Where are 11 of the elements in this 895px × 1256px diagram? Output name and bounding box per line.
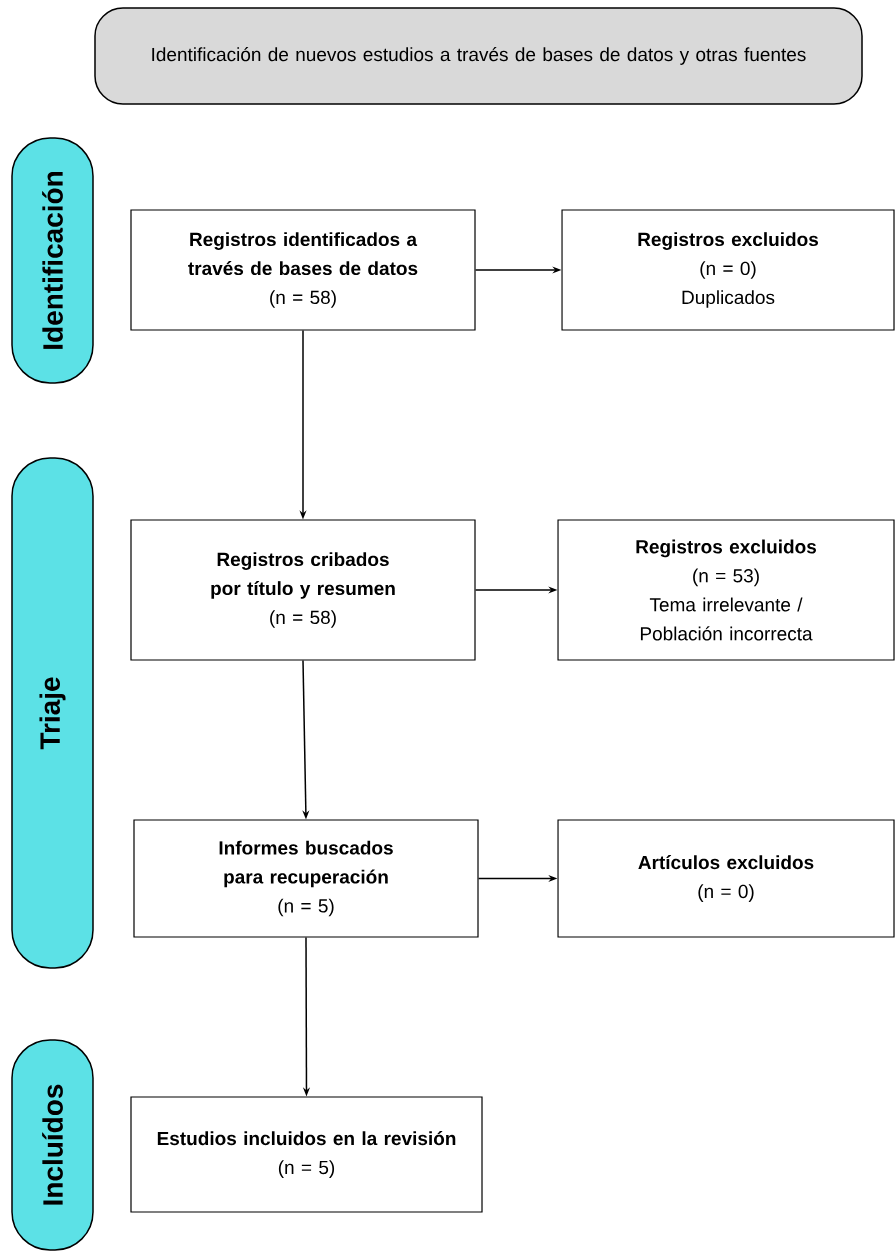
process-box: Artículos excluidos (n = 0) — [557, 819, 895, 938]
title-box: Identificación de nuevos estudios a través de bases de datos y otras fuentes — [94, 7, 863, 105]
stage-band: Triaje — [11, 457, 94, 969]
process-box: Registros cribados por título y resumen (n = 58) — [130, 519, 476, 661]
process-box: Registros excluidos (n = 0) Duplicados — [561, 209, 895, 331]
process-box: Registros excluidos (n = 53) Tema irrelevante / Población incorrecta — [557, 519, 895, 661]
stage-band: Identificación — [11, 137, 94, 384]
process-box: Registros identificados a través de bases de datos (n = 58) — [130, 209, 476, 331]
process-box: Informes buscados para recuperación (n = 5) — [133, 819, 479, 938]
stage-band: Incluídos — [11, 1039, 94, 1251]
process-box: Estudios incluidos en la revisión (n = 5) — [130, 1096, 483, 1213]
